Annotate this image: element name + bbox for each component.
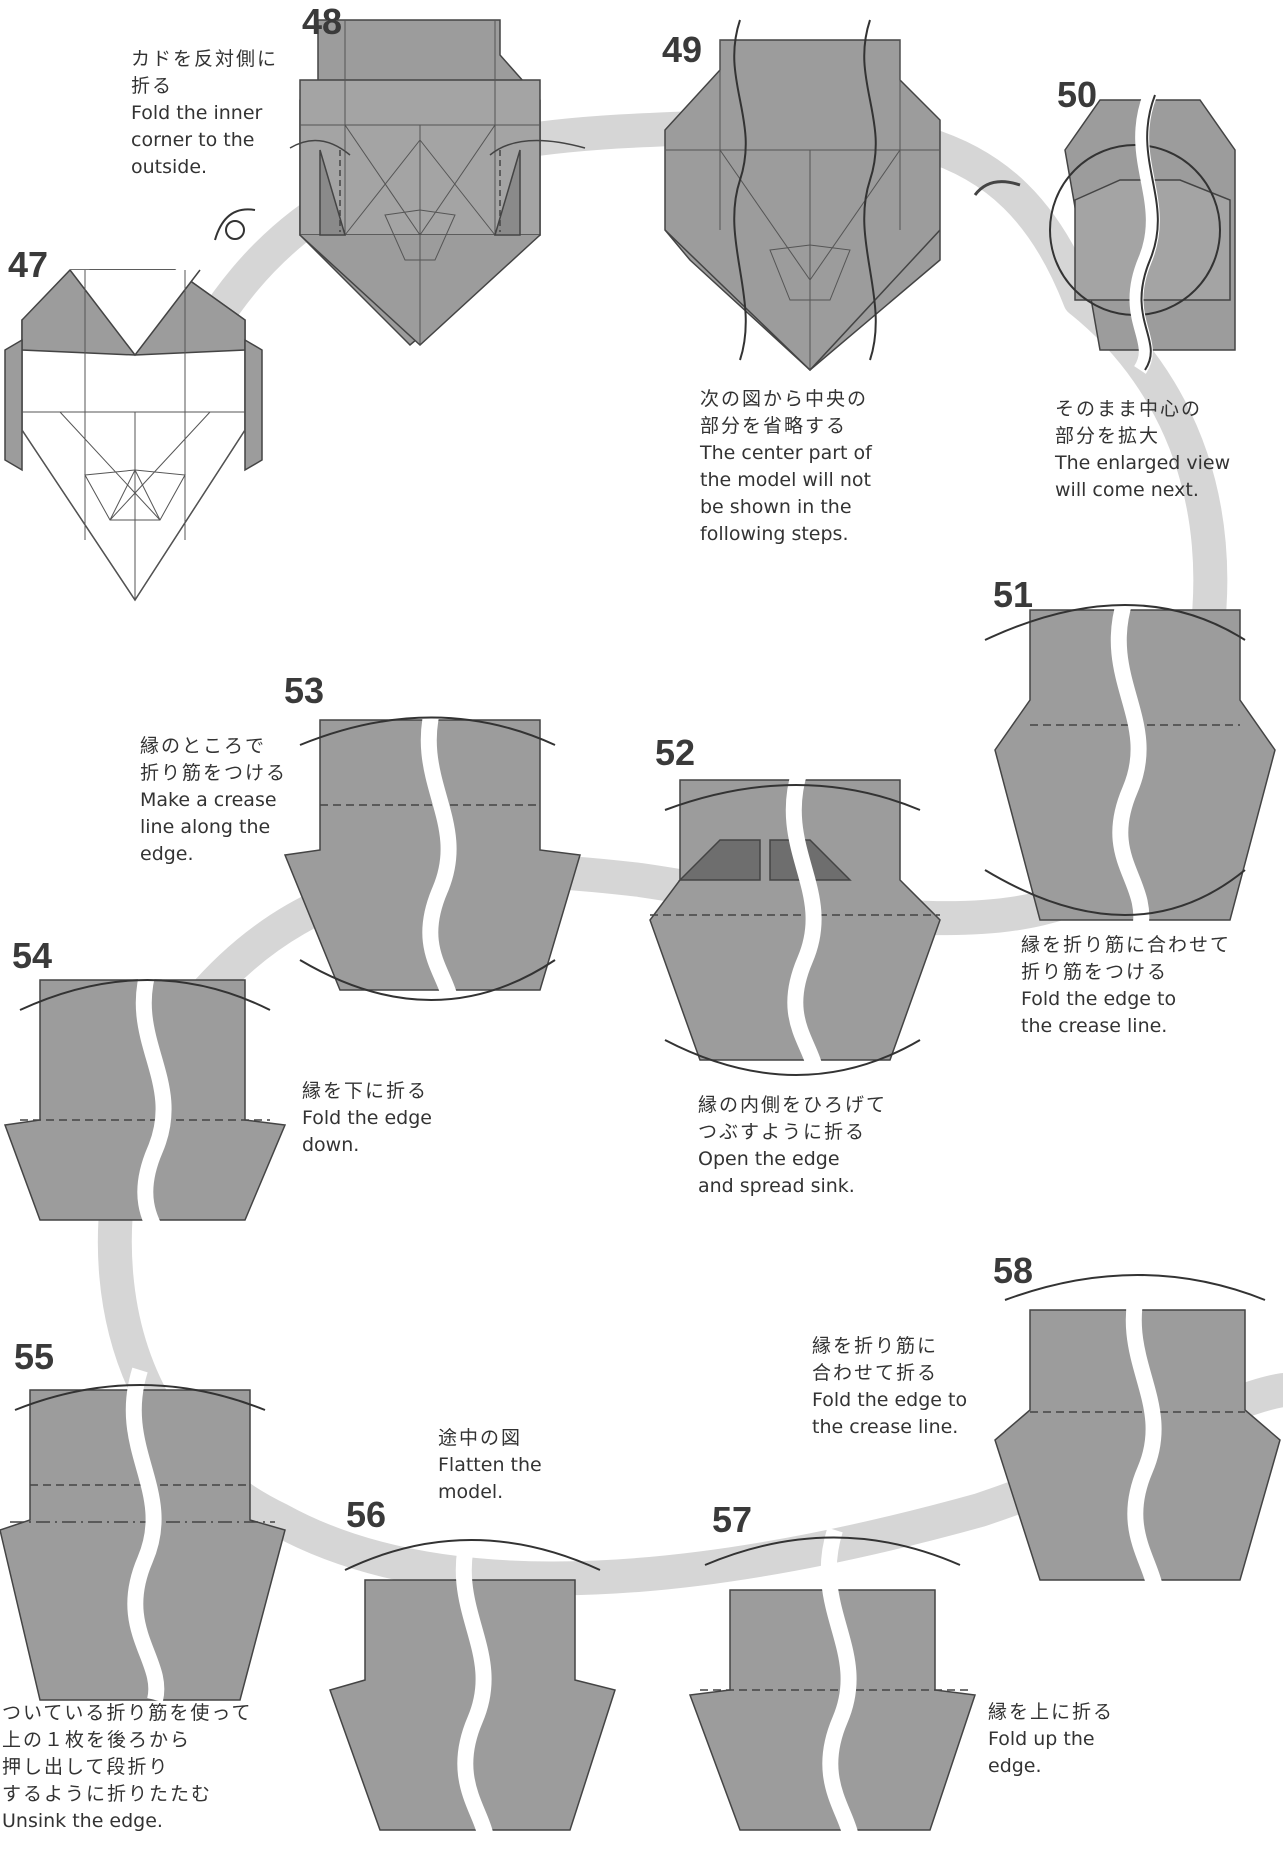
caption-jp-line: 縁を折り筋に合わせて bbox=[1021, 932, 1231, 959]
step-number-51: 51 bbox=[993, 577, 1033, 613]
caption-jp-line: 合わせて折る bbox=[812, 1360, 967, 1387]
step-53-figure bbox=[285, 700, 580, 1020]
step-number-57: 57 bbox=[712, 1502, 752, 1538]
caption-en-line: edge. bbox=[988, 1753, 1114, 1780]
caption-en-line: Fold the inner bbox=[131, 100, 278, 127]
caption-jp-line: 縁を下に折る bbox=[302, 1078, 432, 1105]
caption-en-line: line along the bbox=[140, 814, 287, 841]
caption-en-line: edge. bbox=[140, 841, 287, 868]
step-50-figure bbox=[1050, 95, 1235, 370]
step-52-figure bbox=[650, 770, 940, 1090]
caption-jp-line: 途中の図 bbox=[438, 1425, 542, 1452]
caption-jp-line: カドを反対側に bbox=[131, 46, 278, 73]
caption-jp-line: 折り筋をつける bbox=[140, 760, 287, 787]
caption-en-line: Fold up the bbox=[988, 1726, 1114, 1753]
caption-en-line: be shown in the bbox=[700, 494, 872, 521]
step-number-49: 49 bbox=[662, 32, 702, 68]
step-54-caption: 縁を下に折る Fold the edge down. bbox=[302, 1078, 432, 1159]
step-55-figure bbox=[0, 1370, 285, 1700]
caption-jp-line: 縁を上に折る bbox=[988, 1699, 1114, 1726]
caption-en-line: outside. bbox=[131, 154, 278, 181]
caption-en-line: down. bbox=[302, 1132, 432, 1159]
caption-jp-line: 部分を拡大 bbox=[1055, 423, 1230, 450]
caption-en-line: the crease line. bbox=[1021, 1013, 1231, 1040]
caption-jp-line: ついている折り筋を使って bbox=[2, 1700, 252, 1727]
step-49-figure bbox=[665, 20, 1020, 370]
step-number-58: 58 bbox=[993, 1253, 1033, 1289]
caption-en-line: Fold the edge to bbox=[812, 1387, 967, 1414]
caption-jp-line: 縁を折り筋に bbox=[812, 1333, 967, 1360]
caption-jp-line: つぶすように折る bbox=[698, 1119, 887, 1146]
step-51-figure bbox=[985, 600, 1275, 930]
step-number-54: 54 bbox=[12, 938, 52, 974]
step-number-48: 48 bbox=[302, 4, 342, 40]
caption-en-line: Fold the edge bbox=[302, 1105, 432, 1132]
step-50-caption: そのまま中心の 部分を拡大 The enlarged view will com… bbox=[1055, 396, 1230, 504]
step-56-caption: 途中の図 Flatten the model. bbox=[438, 1425, 542, 1506]
caption-en-line: Open the edge bbox=[698, 1146, 887, 1173]
caption-en-line: following steps. bbox=[700, 521, 872, 548]
step-58-figure bbox=[995, 1275, 1280, 1610]
caption-jp-line: 縁のところで bbox=[140, 733, 287, 760]
caption-en-line: the model will not bbox=[700, 467, 872, 494]
caption-jp-line: そのまま中心の bbox=[1055, 396, 1230, 423]
step-number-50: 50 bbox=[1057, 77, 1097, 113]
caption-en-line: The enlarged view bbox=[1055, 450, 1230, 477]
caption-en-line: corner to the bbox=[131, 127, 278, 154]
step-number-56: 56 bbox=[346, 1497, 386, 1533]
caption-en-line: Unsink the edge. bbox=[2, 1808, 252, 1835]
step-number-47: 47 bbox=[8, 247, 48, 283]
caption-jp-line: 上の１枚を後ろから bbox=[2, 1727, 252, 1754]
caption-jp-line: 縁の内側をひろげて bbox=[698, 1092, 887, 1119]
step-number-55: 55 bbox=[14, 1339, 54, 1375]
step-54-figure bbox=[5, 965, 285, 1260]
caption-en-line: the crease line. bbox=[812, 1414, 967, 1441]
caption-en-line: Flatten the bbox=[438, 1452, 542, 1479]
caption-jp-line: 折り筋をつける bbox=[1021, 959, 1231, 986]
step-51-caption: 縁を折り筋に合わせて 折り筋をつける Fold the edge to the … bbox=[1021, 932, 1231, 1040]
step-47-figure bbox=[5, 270, 262, 600]
caption-en-line: will come next. bbox=[1055, 477, 1230, 504]
caption-jp-line: 次の図から中央の bbox=[700, 386, 872, 413]
caption-en-line: The center part of bbox=[700, 440, 872, 467]
caption-en-line: model. bbox=[438, 1479, 542, 1506]
step-48-caption: カドを反対側に 折る Fold the inner corner to the … bbox=[131, 46, 278, 181]
step-58-caption: 縁を折り筋に 合わせて折る Fold the edge to the creas… bbox=[812, 1333, 967, 1441]
caption-en-line: and spread sink. bbox=[698, 1173, 887, 1200]
caption-jp-line: するように折りたたむ bbox=[2, 1781, 252, 1808]
step-49-caption: 次の図から中央の 部分を省略する The center part of the … bbox=[700, 386, 872, 548]
caption-jp-line: 部分を省略する bbox=[700, 413, 872, 440]
step-number-53: 53 bbox=[284, 673, 324, 709]
caption-jp-line: 折る bbox=[131, 73, 278, 100]
step-57-caption: 縁を上に折る Fold up the edge. bbox=[988, 1699, 1114, 1780]
caption-en-line: Make a crease bbox=[140, 787, 287, 814]
caption-en-line: Fold the edge to bbox=[1021, 986, 1231, 1013]
step-53-caption: 縁のところで 折り筋をつける Make a crease line along … bbox=[140, 733, 287, 868]
step-55-caption: ついている折り筋を使って 上の１枚を後ろから 押し出して段折り するように折りた… bbox=[2, 1700, 252, 1835]
step-52-caption: 縁の内側をひろげて つぶすように折る Open the edge and spr… bbox=[698, 1092, 887, 1200]
step-number-52: 52 bbox=[655, 735, 695, 771]
caption-jp-line: 押し出して段折り bbox=[2, 1754, 252, 1781]
